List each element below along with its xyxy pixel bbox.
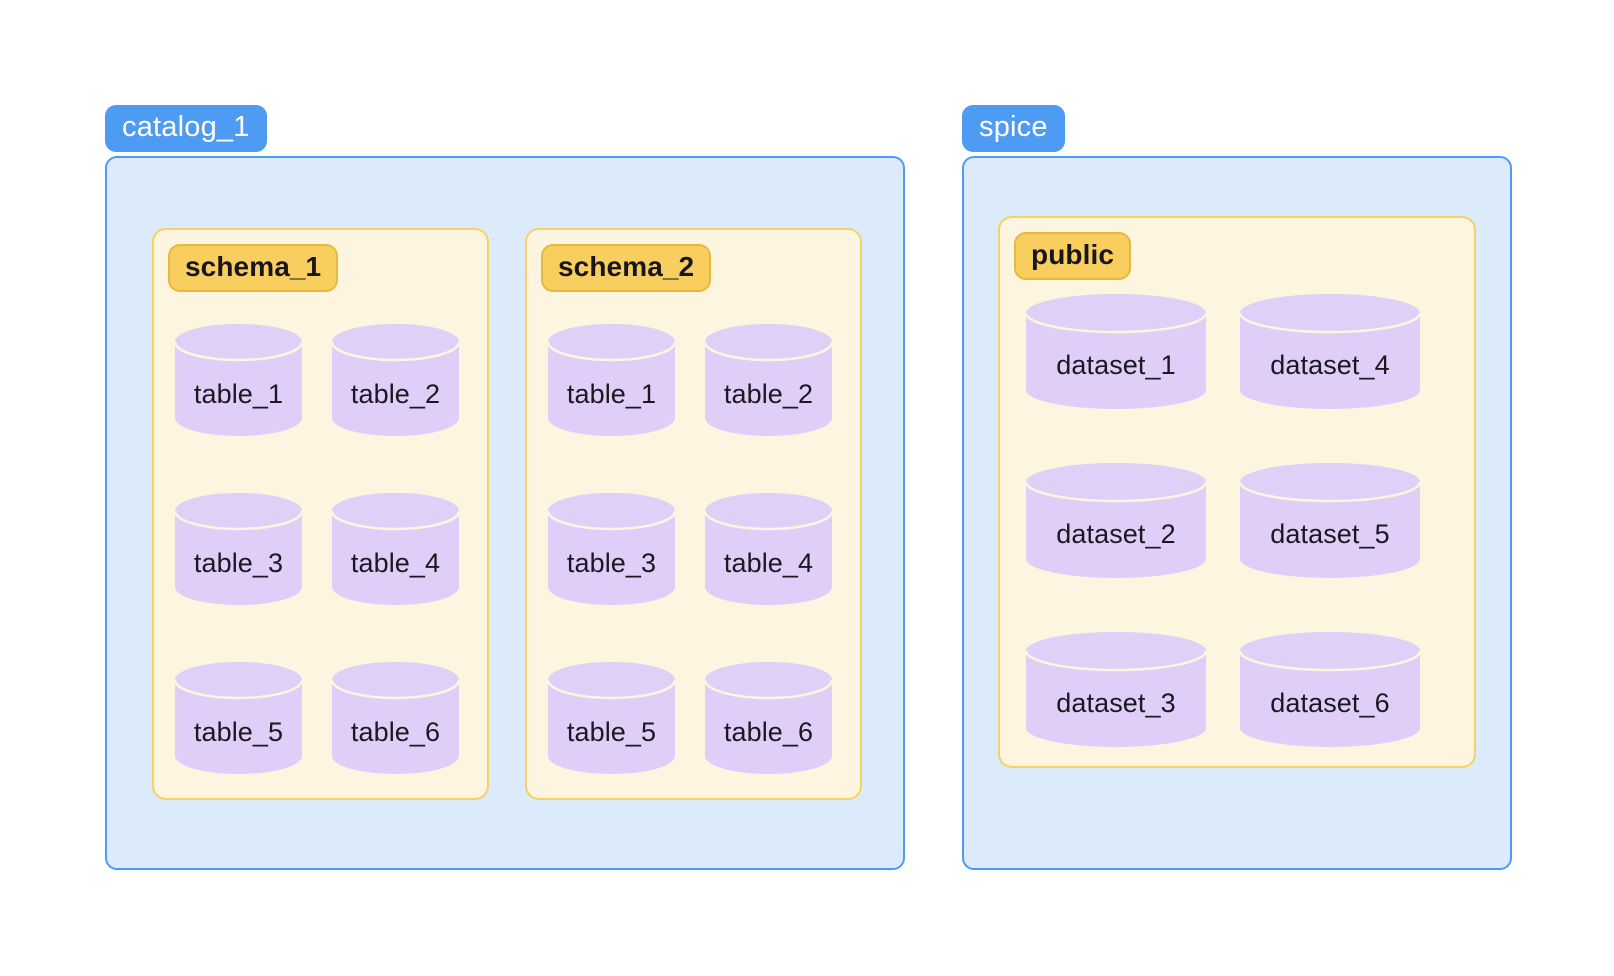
schema-box-schema_1: schema_1 table_1 tabl bbox=[152, 228, 489, 800]
table-cylinder[interactable]: table_4 bbox=[703, 493, 834, 605]
schema-box-schema_2: schema_2 table_1 tabl bbox=[525, 228, 862, 800]
table-cylinder[interactable]: table_5 bbox=[546, 662, 677, 774]
table-cylinder[interactable]: table_2 bbox=[703, 324, 834, 436]
table-cylinder[interactable]: table_3 bbox=[546, 493, 677, 605]
table-cylinder[interactable]: table_6 bbox=[330, 662, 461, 774]
catalog-badge-catalog_1[interactable]: catalog_1 bbox=[105, 105, 267, 153]
schema-badge-schema_2[interactable]: schema_2 bbox=[541, 244, 712, 293]
catalog-badge-spice[interactable]: spice bbox=[962, 105, 1065, 153]
dataset-cylinder[interactable]: dataset_6 bbox=[1238, 632, 1422, 747]
catalog-box-catalog_1: schema_1 table_1 tabl bbox=[105, 156, 905, 870]
schema-badge-schema_1[interactable]: schema_1 bbox=[168, 244, 339, 293]
table-cylinder[interactable]: table_2 bbox=[330, 324, 461, 436]
schema-box-public: public dataset_1 data bbox=[998, 216, 1476, 768]
table-cylinder[interactable]: table_1 bbox=[173, 324, 304, 436]
catalog-box-spice: public dataset_1 data bbox=[962, 156, 1512, 870]
table-cylinder[interactable]: table_1 bbox=[546, 324, 677, 436]
dataset-cylinder[interactable]: dataset_3 bbox=[1024, 632, 1208, 747]
table-cylinder[interactable]: table_5 bbox=[173, 662, 304, 774]
dataset-cylinder[interactable]: dataset_1 bbox=[1024, 294, 1208, 409]
dataset-cylinder[interactable]: dataset_2 bbox=[1024, 463, 1208, 578]
table-cylinder[interactable]: table_6 bbox=[703, 662, 834, 774]
dataset-cylinder[interactable]: dataset_4 bbox=[1238, 294, 1422, 409]
catalog-group-catalog_1: catalog_1 schema_1 table_1 bbox=[105, 105, 905, 870]
schema-badge-public[interactable]: public bbox=[1014, 232, 1132, 281]
table-cylinder[interactable]: table_3 bbox=[173, 493, 304, 605]
table-cylinder[interactable]: table_4 bbox=[330, 493, 461, 605]
catalog-group-spice: spice public dataset_1 bbox=[962, 105, 1512, 870]
dataset-cylinder[interactable]: dataset_5 bbox=[1238, 463, 1422, 578]
